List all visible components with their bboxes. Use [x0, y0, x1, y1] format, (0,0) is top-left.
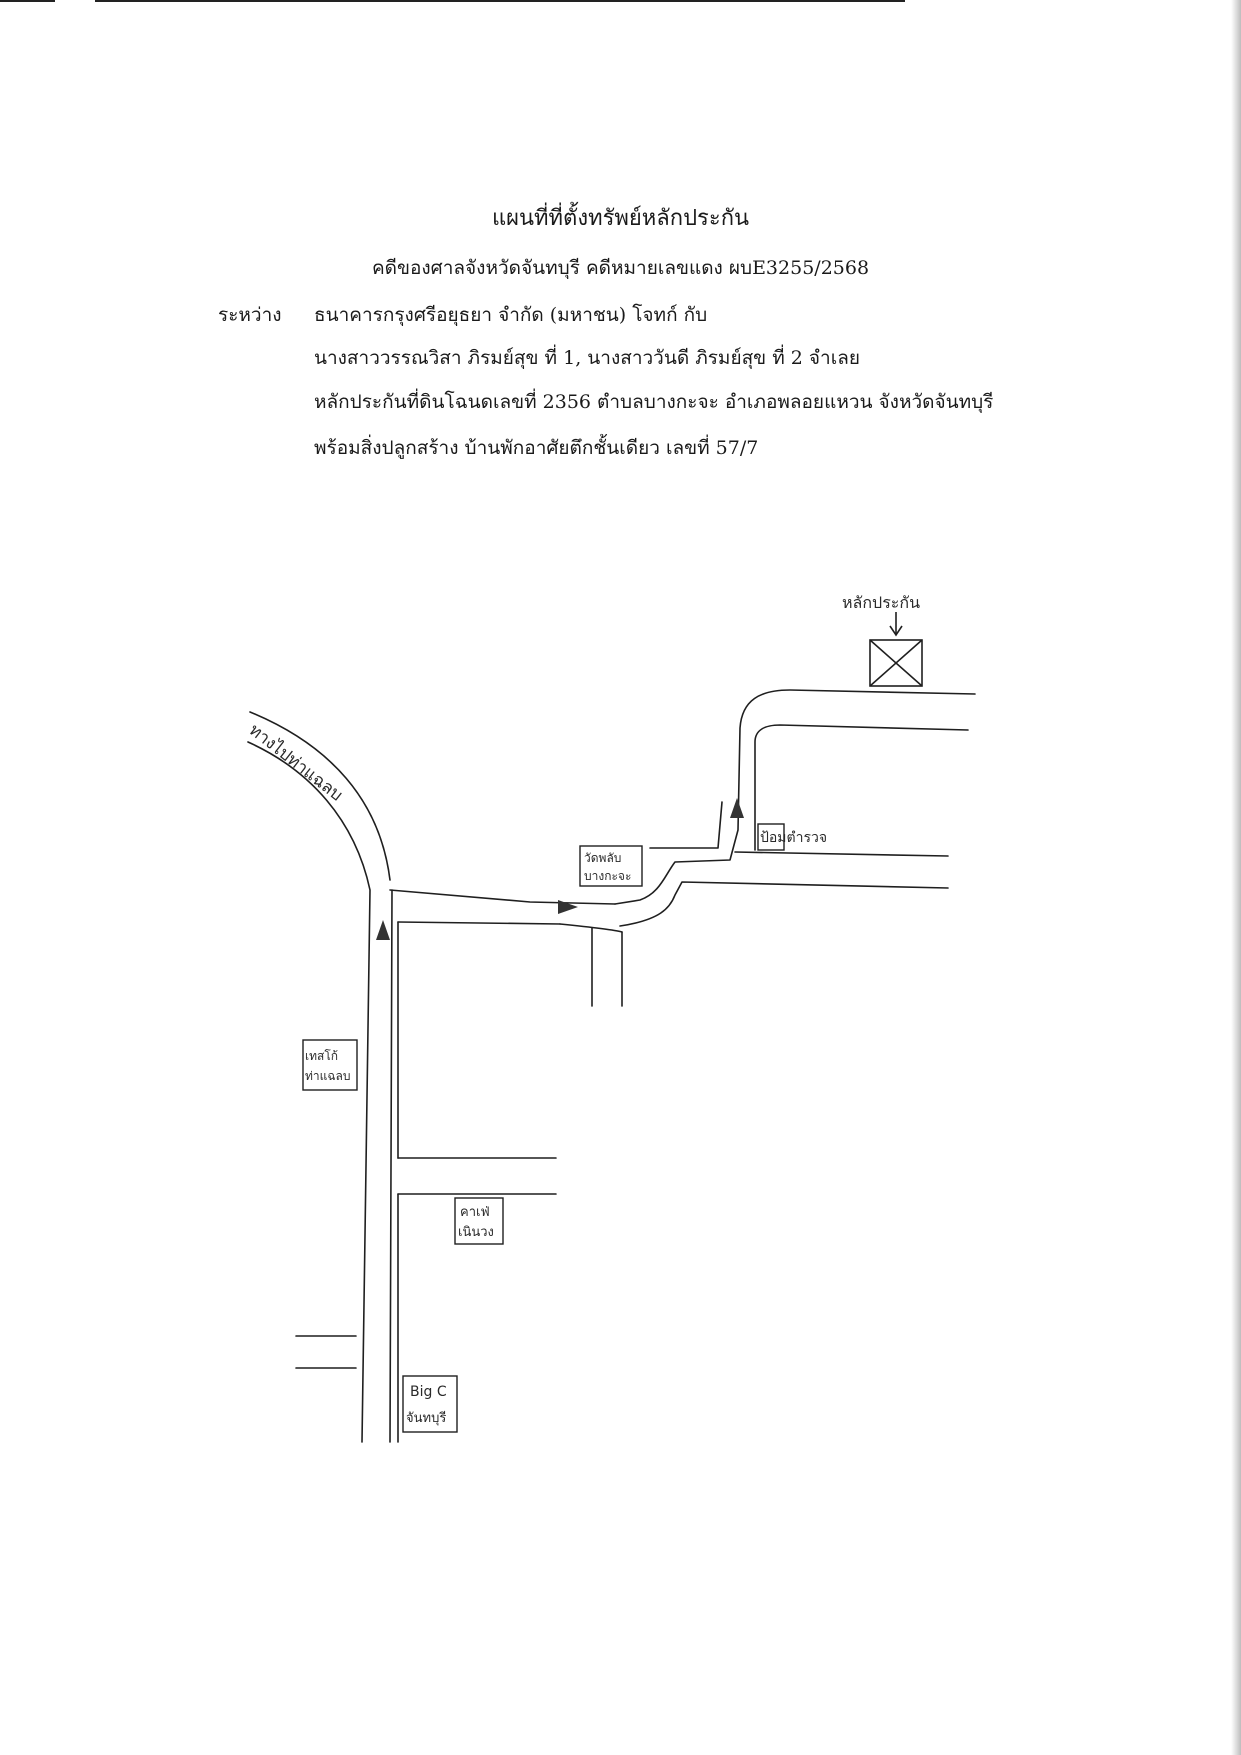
road-east-top [389, 889, 616, 905]
map-title: แผนที่ที่ตั้งทรัพย์หลักประกัน [491, 206, 750, 231]
cafe-box [454, 1197, 504, 1245]
collateral-land-line: หลักประกันที่ดินโฉนดเลขที่ 2356 ตำบลบางก… [314, 391, 994, 413]
road-temple-inner [649, 801, 723, 849]
road-main-right-edge [389, 889, 393, 1443]
bigc-label-1: Big C [410, 1384, 447, 1400]
police-label: ป้อมตำรวจ [760, 830, 827, 846]
arrow-up-icon [730, 798, 744, 818]
cafe-label-2: เนินวง [458, 1225, 494, 1240]
bigc-box [402, 1375, 458, 1433]
arrow-up-icon [376, 920, 390, 940]
road-curve-outer [247, 741, 371, 1443]
tesco-label-2: ท่าแฉลบ [305, 1069, 351, 1083]
top-border-line [95, 0, 905, 2]
road-police-upper [734, 851, 949, 857]
plaintiff-line: ธนาคารกรุงศรีอยุธยา จำกัด (มหาชน) โจทก์ … [314, 304, 708, 326]
road-temple-junction [614, 689, 976, 905]
road-east-bottom [397, 921, 561, 925]
court-case-line: คดีของศาลจังหวัดจันทบุรี คดีหมายเลขแดง ผ… [371, 257, 870, 279]
top-border-line [0, 0, 55, 2]
road-police-lower [619, 881, 949, 927]
collateral-label: หลักประกัน [842, 593, 920, 612]
defendants-line: นางสาววรรณวิสา ภิรมย์สุข ที่ 1, นางสาววั… [314, 347, 860, 369]
police-box [757, 823, 785, 851]
page-edge-shadow [1231, 0, 1241, 1755]
road-curve-inner [249, 711, 391, 881]
cafe-label-1: คาเฟ่ [460, 1205, 490, 1220]
arrow-right-icon [558, 900, 578, 914]
temple-label-1: วัดพลับ [584, 851, 621, 865]
tesco-box [302, 1039, 358, 1091]
road-side-link [559, 923, 623, 933]
collateral-box [869, 639, 923, 687]
road-inner-collateral [754, 724, 969, 851]
temple-label-2: บางกะจะ [584, 869, 631, 883]
between-label: ระหว่าง [218, 304, 282, 326]
bigc-label-2: จันทบุรี [406, 1410, 446, 1426]
temple-box [579, 845, 643, 887]
building-line: พร้อมสิ่งปลูกสร้าง บ้านพักอาศัยตึกชั้นเด… [314, 437, 759, 459]
tesco-label-1: เทสโก้ [305, 1049, 338, 1063]
